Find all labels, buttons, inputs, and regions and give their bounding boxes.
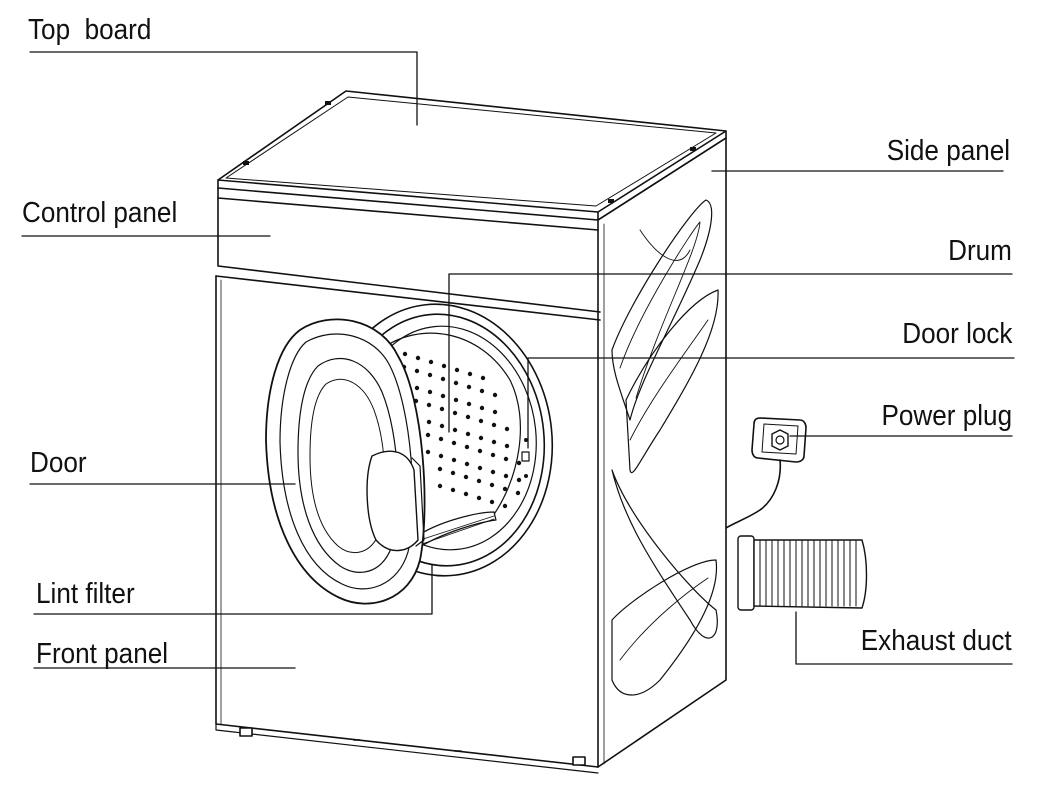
drum-hole [437,466,443,472]
drum-hole [414,385,420,391]
drum-hole [425,432,431,438]
side-panel-shape [597,137,727,768]
drum-hole [415,355,421,361]
drum-hole [490,452,496,458]
label-side-panel: Side panel [886,135,1010,167]
drum-hole [437,483,443,489]
drum-hole [439,423,445,429]
label-control-panel: Control panel [22,197,178,229]
drum-hole [490,469,496,475]
drum-hole [454,367,460,373]
label-power-plug: Power plug [881,400,1012,432]
drum-hole [478,418,484,424]
label-door: Door [30,447,87,479]
drum-hole [439,406,445,412]
leader-lint-filter [33,564,433,615]
drum-hole [465,431,471,437]
drum-hole [489,482,495,488]
control-panel-shape [215,187,601,321]
drum-hole [491,422,497,428]
drum-hole [479,388,485,394]
leader-door-lock [527,357,1015,449]
drum-hole [440,393,446,399]
drum-hole [428,359,434,365]
drum-hole [464,444,470,450]
drum-hole [463,491,469,497]
drum-hole [450,487,456,493]
drum-hole [480,375,486,381]
drum-hole [502,503,508,509]
drum-hole [414,368,420,374]
leader-top-board [29,51,418,126]
drum-hole [516,460,522,466]
drum-holes [401,351,522,509]
drum-hole [451,457,457,463]
drum-hole [465,414,471,420]
label-door-lock: Door lock [901,318,1012,350]
drum-hole [502,486,508,492]
label-front-panel: Front panel [36,638,169,670]
drum-hole [491,439,497,445]
top-board-shape [217,90,727,221]
drum-hole [441,363,447,369]
drum-hole [426,402,432,408]
drum-hole [450,470,456,476]
drum-hole [516,477,522,483]
drum-hole [504,443,510,449]
drum-hole [477,465,483,471]
drum-hole [463,474,469,480]
label-top-board: Top board [28,14,152,46]
door-lock-shape [521,438,530,478]
exhaust-duct-shape [737,535,868,611]
leader-drum [448,273,1013,433]
drum-hole [427,389,433,395]
drum-hole [503,456,509,462]
drum-hole [492,409,498,415]
drum-hole [453,380,459,386]
drum-hole [478,435,484,441]
drum-hole [466,401,472,407]
drum-hole [438,453,444,459]
drum-hole [438,436,444,442]
drum-hole [464,461,470,467]
drum-hole [452,427,458,433]
leader-exhaust-duct [795,611,1013,665]
drum-hole [479,405,485,411]
lint-filter-shape [413,511,497,549]
drum-hole [492,392,498,398]
drum-hole [425,449,431,455]
drum-hole [476,478,482,484]
drum-hole [452,410,458,416]
label-exhaust-duct: Exhaust duct [861,625,1012,657]
drum-hole [467,371,473,377]
label-lint-filter: Lint filter [36,578,135,610]
drum-hole [503,473,509,479]
power-plug-shape [725,417,807,529]
drum-hole [489,499,495,505]
drum-hole [476,495,482,501]
leader-lines [21,51,1015,669]
drum-hole [451,440,457,446]
drum-hole [453,397,459,403]
drum-hole [402,351,408,357]
label-drum: Drum [948,235,1012,267]
drum-hole [427,372,433,378]
door-shape [265,318,426,605]
drum-hole [515,490,521,496]
drum-hole [440,376,446,382]
drum-hole [477,448,483,454]
front-panel-shape [215,219,599,774]
drum-hole [426,419,432,425]
drum-hole [504,426,510,432]
drum-hole [466,384,472,390]
